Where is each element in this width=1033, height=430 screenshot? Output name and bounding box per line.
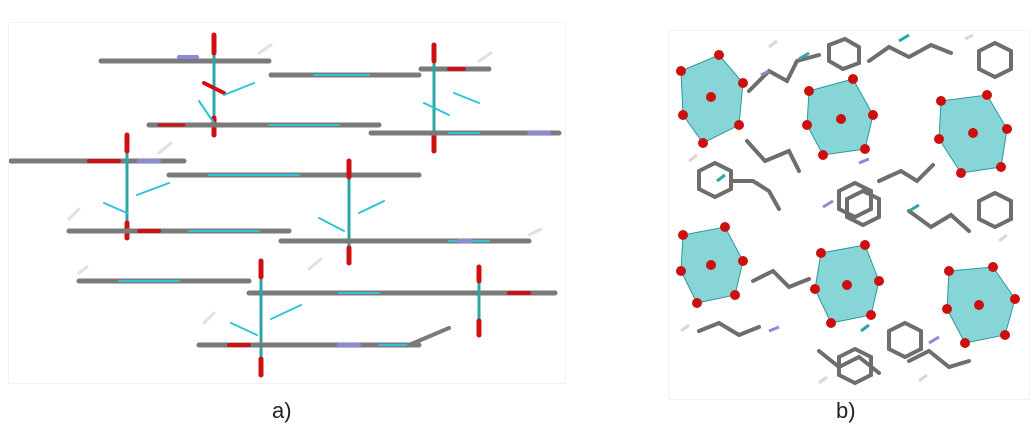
panel-b-structure — [676, 33, 1020, 386]
metal-centres — [716, 33, 920, 333]
organic-linkers — [697, 36, 1013, 386]
panel-a-structure — [9, 32, 562, 378]
panel-a-label: a) — [272, 398, 292, 423]
panel-a-chain-packing — [8, 22, 566, 384]
oxygen-atoms — [676, 50, 1020, 348]
hydrogen-atoms — [680, 33, 1008, 385]
panel-b-polyhedral-packing — [668, 30, 1030, 400]
panel-b-label: b) — [836, 398, 856, 423]
nitrogen-atoms — [760, 69, 940, 345]
